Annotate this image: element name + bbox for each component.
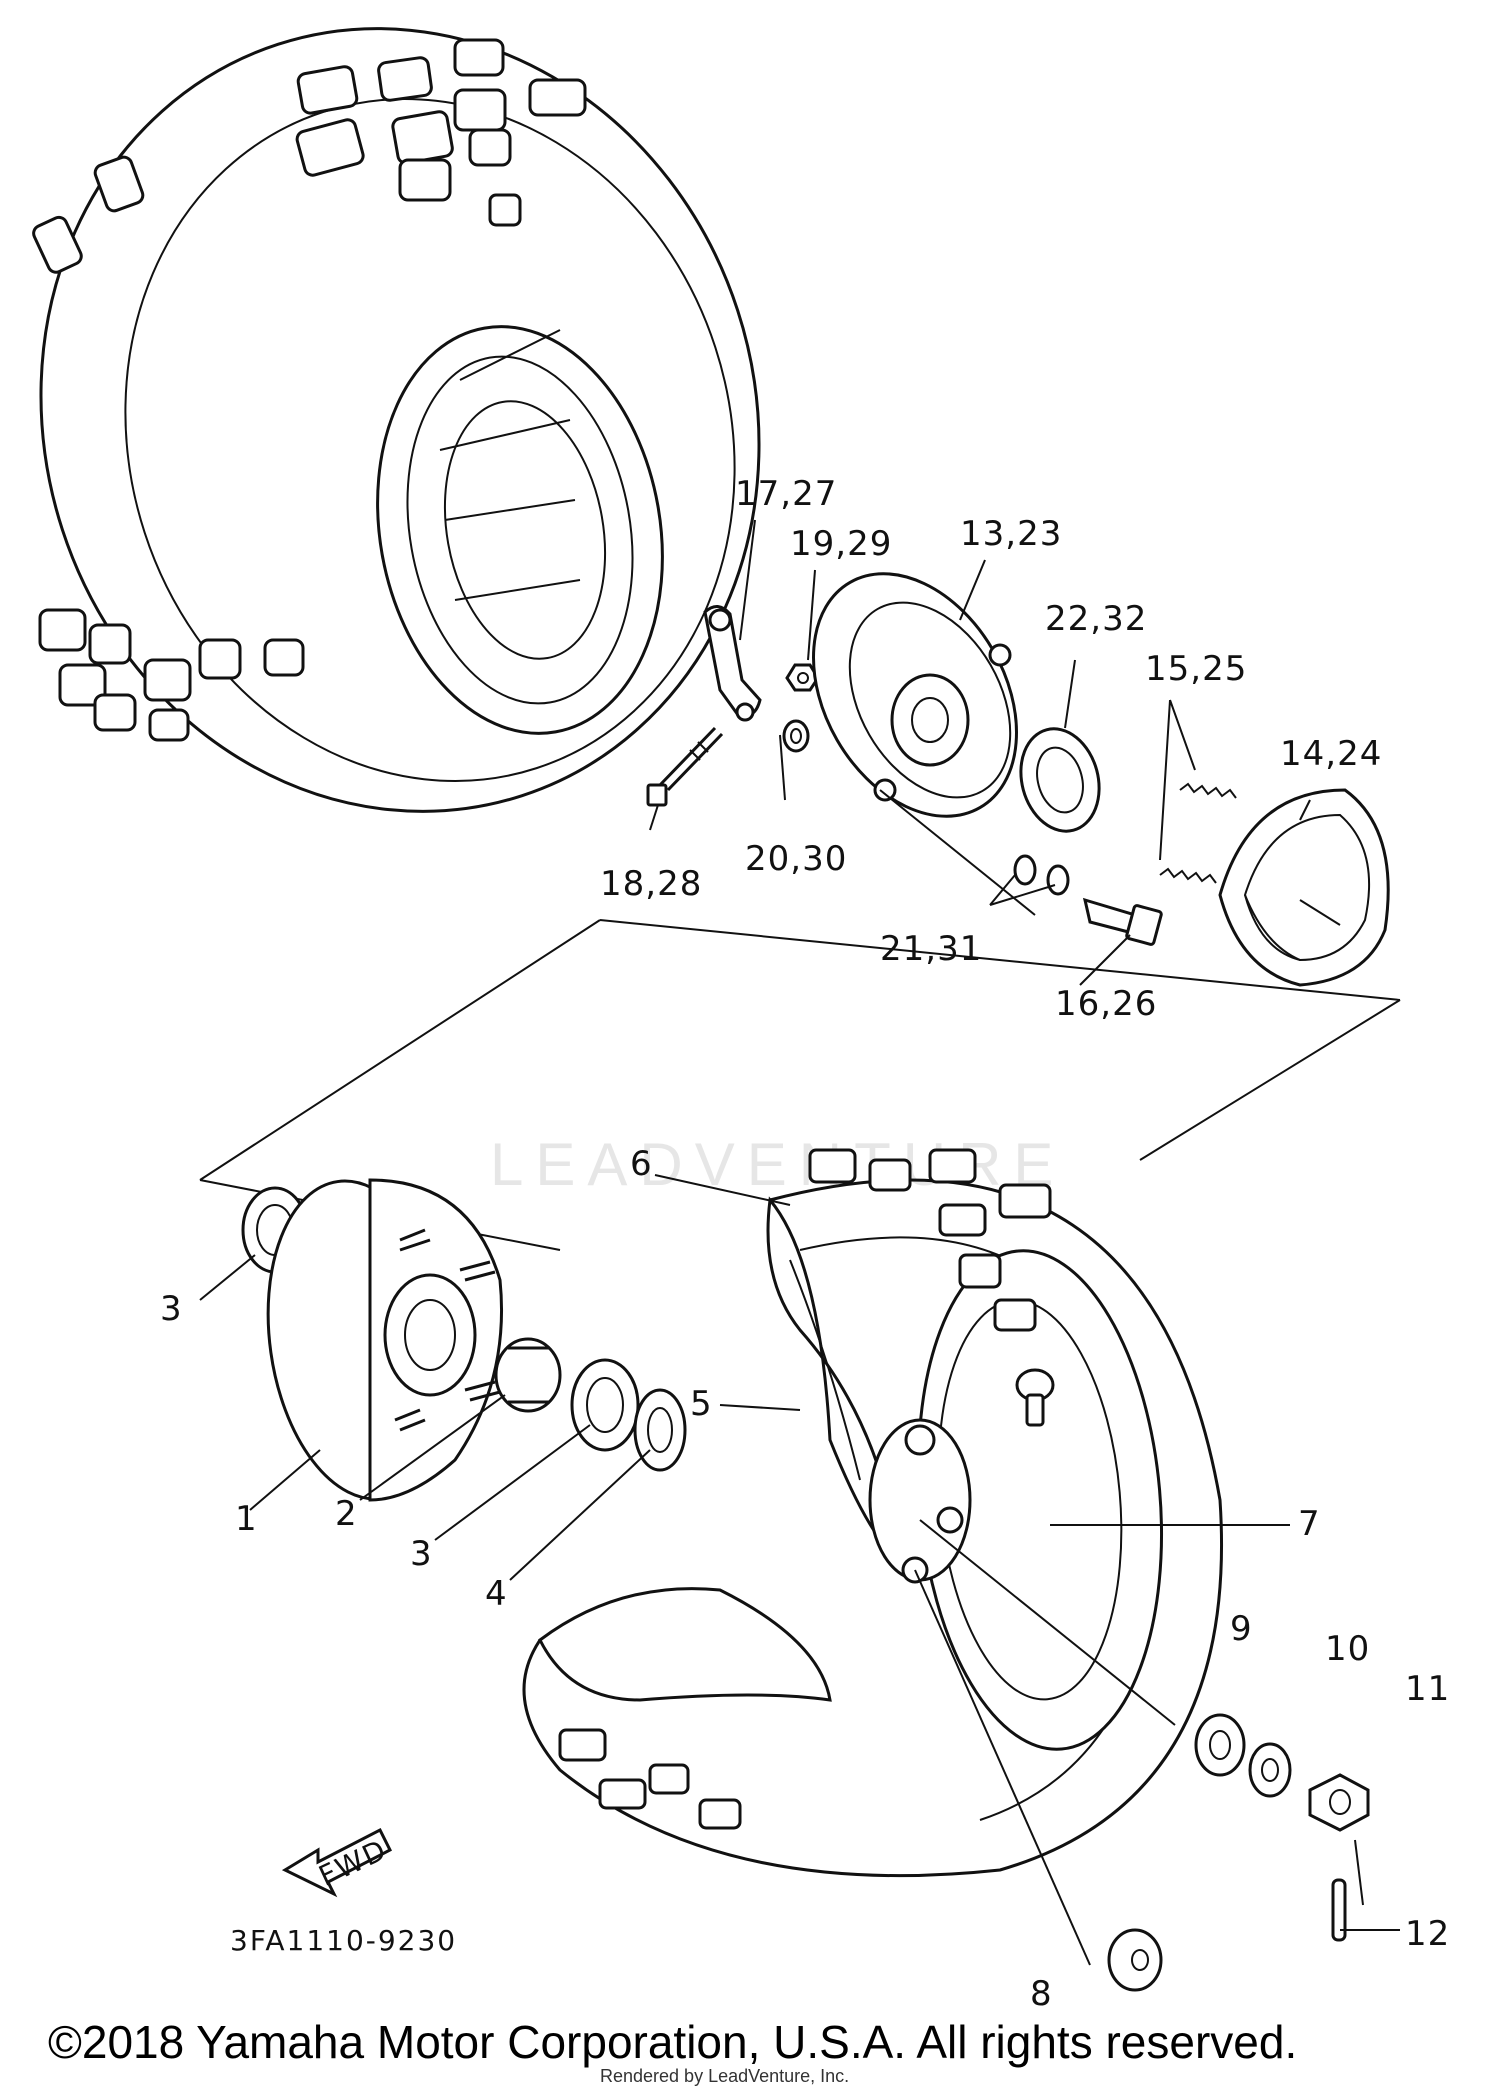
callout-9: 9 — [1230, 1609, 1253, 1649]
callout-8: 8 — [1030, 1974, 1053, 2014]
axle-washer — [1248, 1742, 1292, 1798]
callout-5: 5 — [690, 1384, 713, 1424]
callouts: 17,27 19,29 13,23 22,32 15,25 14,24 20,3… — [160, 474, 1450, 2014]
brake-oil-seal — [1019, 727, 1101, 833]
cotter-pin — [1331, 1878, 1347, 1942]
cam-washers — [1013, 854, 1070, 896]
callout-10: 10 — [1325, 1629, 1370, 1669]
bearing-right — [570, 1358, 640, 1452]
callout-1: 1 — [235, 1499, 258, 1539]
callout-17-27: 17,27 — [735, 474, 837, 514]
callout-21-31: 21,31 — [880, 929, 982, 969]
callout-11: 11 — [1405, 1669, 1450, 1709]
valve-cap — [1107, 1928, 1163, 1992]
brake-camshaft-lever — [703, 605, 762, 722]
callout-18-28: 18,28 — [600, 864, 702, 904]
wheel-hub — [266, 1178, 504, 1502]
callout-12: 12 — [1405, 1914, 1450, 1954]
callout-14-24: 14,24 — [1280, 734, 1382, 774]
oil-seal — [633, 1388, 687, 1472]
callout-7: 7 — [1298, 1504, 1321, 1544]
callout-13-23: 13,23 — [960, 514, 1062, 554]
lever-washer — [782, 719, 810, 753]
callout-16-26: 16,26 — [1055, 984, 1157, 1024]
lower-tire — [522, 1178, 1224, 1878]
copyright-notice: ©2018 Yamaha Motor Corporation, U.S.A. A… — [48, 2016, 1297, 2068]
brake-lever-bolt — [646, 726, 724, 807]
lower-tire-tread — [558, 1148, 1052, 1830]
upper-tire-tread — [32, 38, 587, 742]
tire-valve — [1015, 1368, 1055, 1427]
callout-3a: 3 — [160, 1289, 183, 1329]
part-code: 3FA1110-9230 — [230, 1924, 457, 1957]
leader-lines — [199, 519, 1400, 1966]
rendered-by-notice: Rendered by LeadVenture, Inc. — [600, 2066, 849, 2086]
callout-2: 2 — [335, 1494, 358, 1534]
axle-nut — [1308, 1773, 1370, 1832]
brake-springs — [1159, 782, 1237, 884]
callout-3b: 3 — [410, 1534, 433, 1574]
fwd-label: FWD — [314, 1833, 393, 1893]
callout-20-30: 20,30 — [745, 839, 847, 879]
hub-spacer — [494, 1337, 562, 1413]
fwd-arrow: FWD — [281, 1827, 393, 1898]
lever-nut — [785, 663, 820, 692]
callout-19-29: 19,29 — [790, 524, 892, 564]
callout-4: 4 — [485, 1574, 508, 1614]
callout-22-32: 22,32 — [1045, 599, 1147, 639]
callout-15-25: 15,25 — [1145, 649, 1247, 689]
assembly-bracket — [199, 919, 1401, 1251]
callout-6: 6 — [630, 1144, 653, 1184]
axle-collar — [1194, 1713, 1246, 1777]
brake-shoes — [1218, 788, 1390, 987]
brake-shoe-plate — [812, 572, 1018, 818]
brake-camshaft — [1082, 897, 1163, 946]
